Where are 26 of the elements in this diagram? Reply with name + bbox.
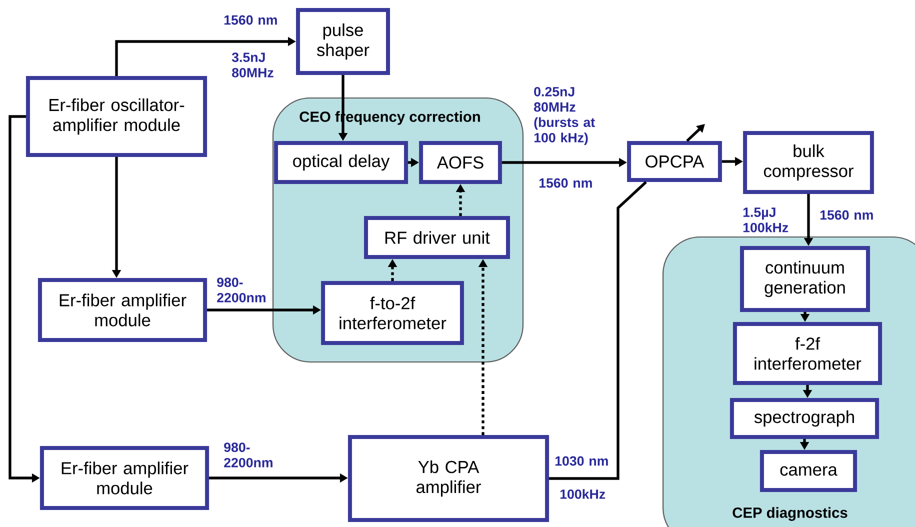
process-box: Er-fiber oscillator-amplifier module [26,76,208,158]
beam-parameter-label: 980- 2200nm [224,442,272,468]
process-box: Er-fiber amplifier module [40,446,210,510]
process-box: Er-fiber amplifier module [38,278,208,342]
beam-parameter-label: 0.25nJ 80MHz (bursts at 100 kHz) [534,86,595,146]
process-box: spectrograph [730,398,880,440]
beam-parameter-label: 3.5nJ 80MHz [232,52,274,78]
process-box: continuum generation [740,246,870,312]
beam-parameter-label: 1560 nm [820,210,873,220]
process-box: AOFS [419,141,502,184]
beam-parameter-label: 1.5µJ 100kHz [743,208,788,232]
process-box: Yb CPA amplifier [348,435,550,522]
beam-parameter-label: 1030 nm [555,456,608,466]
beam-parameter-label: 1560 nm [224,15,277,25]
process-box: pulse shaper [296,8,390,75]
process-box: RF driver unit [364,216,510,259]
process-box: camera [760,450,858,492]
beam-parameter-label: 100kHz [560,489,606,499]
process-box: OPCPA [627,140,722,182]
process-box: bulk compressor [743,131,874,194]
beam-parameter-label: 1560 nm [539,178,592,188]
process-box: optical delay [274,141,408,184]
panel-heading: CEP diagnostics [732,507,848,521]
beam-parameter-label: 980- 2200nm [217,278,266,302]
process-box: f-2f interferometer [732,322,882,385]
process-box: f-to-2f interferometer [321,281,464,345]
